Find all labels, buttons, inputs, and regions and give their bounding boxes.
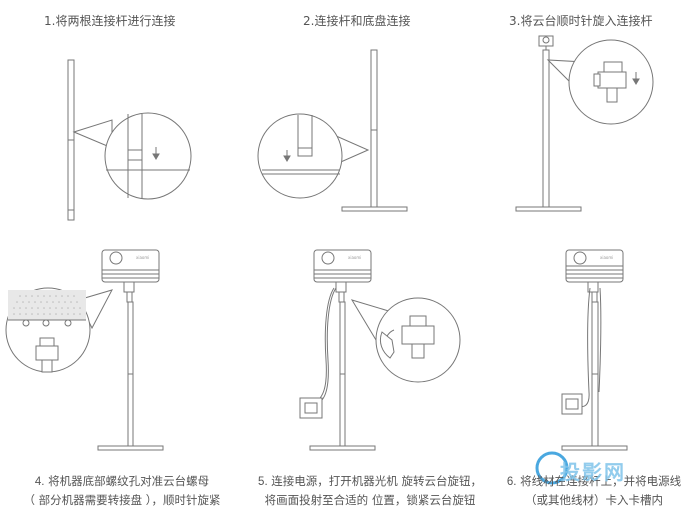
device-label-step4: xiaomi [136, 255, 150, 260]
step-5-illustration [299, 249, 461, 451]
device-label-step5: xiaomi [348, 255, 362, 260]
watermark-text: 投影网 [560, 460, 626, 484]
step-4-illustration [5, 249, 164, 451]
step-6-caption: 6. 将线材在连接杆上，并将电源线 （或其他线材）卡入卡槽内 [494, 472, 694, 509]
power-plug-icon [304, 402, 318, 414]
step-2-number: 2. [303, 14, 315, 28]
step-3-illustration [515, 35, 654, 212]
step-6-illustration [561, 249, 628, 451]
step-5-line1: 连接电源，打开机器光机 旋转云台旋钮， [271, 474, 482, 488]
step-6-line2: （或其他线材）卡入卡槽内 [525, 493, 663, 507]
speaker-texture [13, 295, 81, 315]
step-5-line2: 将画面投射至合适的 位置，锁紧云台旋钮 [264, 493, 476, 507]
step-6-line1: 将线材在连接杆上，并将电源线 [520, 474, 682, 488]
step-3-text: 将云台顺时针旋入连接杆 [520, 14, 653, 28]
watermark-logo [535, 451, 569, 485]
step-5-number: 5. [258, 476, 268, 488]
step-3-number: 3. [509, 14, 521, 28]
step-1-illustration [67, 59, 192, 221]
step-2-illustration [257, 49, 408, 212]
step-4-number: 4. [34, 476, 45, 488]
step-4-line1: 将机器底部螺纹孔对准云台螺母 [48, 474, 210, 488]
step-4-line2: （ 部分机器需要转接盘 ），顺时针旋紧 [23, 493, 221, 507]
power-plug-icon [565, 398, 579, 410]
step-4-caption: 4. 将机器底部螺纹孔对准云台螺母 （ 部分机器需要转接盘 ），顺时针旋紧 [8, 472, 236, 509]
step-6-number: 6. [506, 476, 517, 488]
device-label-step6: xiaomi [600, 255, 614, 260]
step-1-title: 1.将两根连接杆进行连接 [44, 12, 175, 29]
step-2-title: 2.连接杆和底盘连接 [303, 12, 410, 29]
step-5-caption: 5. 连接电源，打开机器光机 旋转云台旋钮， 将画面投射至合适的 位置，锁紧云台… [250, 472, 490, 509]
step-3-title: 3.将云台顺时针旋入连接杆 [509, 12, 652, 29]
step-1-text: 将两根连接杆进行连接 [55, 14, 176, 28]
step-1-number: 1. [44, 14, 56, 28]
step-2-text: 连接杆和底盘连接 [314, 14, 411, 28]
